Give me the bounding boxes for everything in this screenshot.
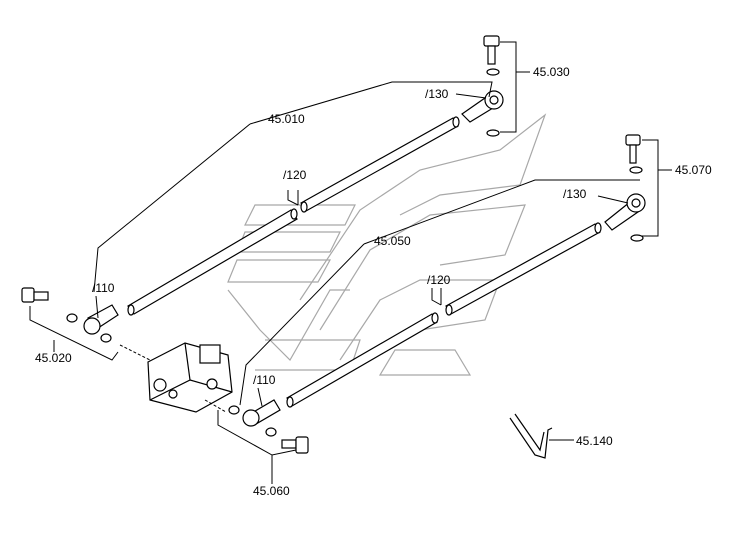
rod-upper (127, 116, 460, 316)
label-130-lower: /130 (563, 187, 587, 201)
rod-lower (286, 222, 602, 408)
label-45-140: 45.140 (576, 434, 613, 448)
label-45-070: 45.070 (675, 163, 712, 177)
label-130-upper: /130 (425, 87, 449, 101)
leader-lines (29, 41, 672, 484)
label-45-050: 45.050 (374, 234, 411, 248)
label-45-020: 45.020 (35, 351, 72, 365)
clip-45-140 (509, 413, 553, 459)
watermark-logo (227, 113, 547, 376)
fitting-lower-45-060 (228, 399, 309, 454)
label-120-upper: /120 (283, 168, 307, 182)
label-45-010: 45.010 (268, 112, 305, 126)
valve-block (147, 342, 233, 413)
part-labels: 45.010 45.020 45.030 45.050 45.060 45.07… (35, 65, 712, 498)
label-45-030: 45.030 (533, 65, 570, 79)
fitting-left-45-020 (21, 287, 119, 343)
banjo-fitting-lower (604, 193, 646, 231)
label-120-lower: /120 (427, 273, 451, 287)
banjo-bolt-45-070 (625, 134, 644, 242)
label-110-left: /110 (92, 281, 115, 295)
label-110-lower: /110 (253, 373, 276, 387)
banjo-bolt-45-030 (483, 35, 500, 137)
label-45-060: 45.060 (253, 484, 290, 498)
